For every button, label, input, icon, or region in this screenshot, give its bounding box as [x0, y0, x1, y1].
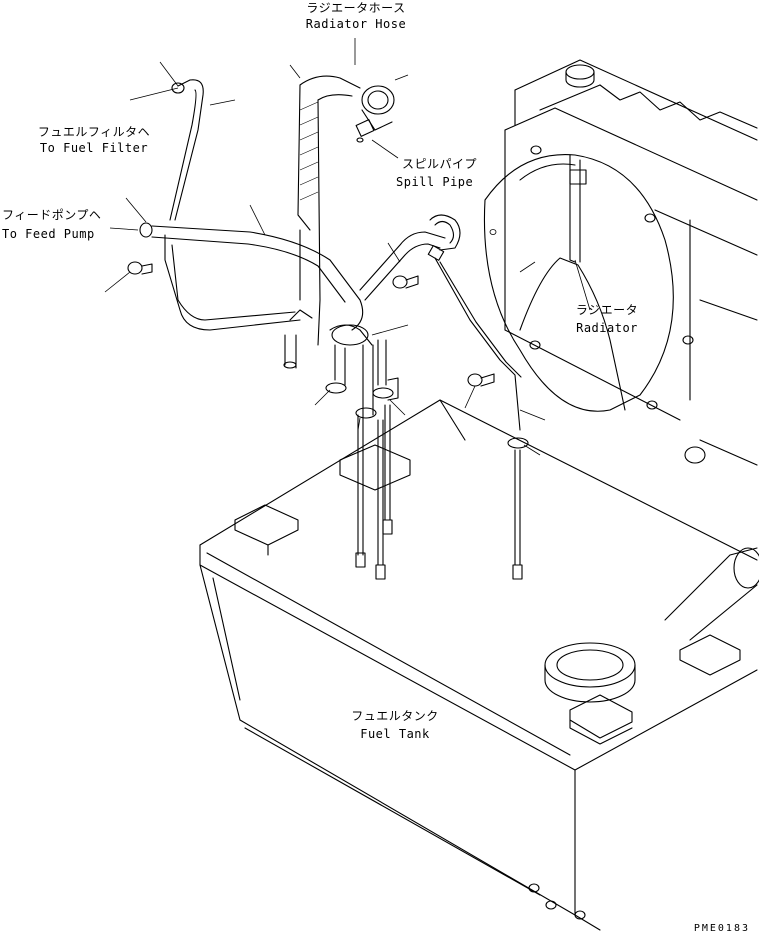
feed-pump-label-en: To Feed Pump — [2, 227, 95, 241]
radiator-hose-label-en: Radiator Hose — [305, 17, 407, 31]
fuel-filter-label-en: To Fuel Filter — [39, 141, 149, 155]
fuel-filter-label-jp: フュエルフィルタヘ — [37, 125, 151, 139]
fuel-lines — [139, 79, 522, 431]
spill-pipe-label-en: Spill Pipe — [396, 175, 474, 189]
fuel-tank — [199, 399, 759, 931]
radiator-label-jp: ラジエータ — [575, 303, 639, 317]
fuel-tank-label-jp: フュエルタンク — [351, 709, 439, 723]
radiator — [483, 59, 758, 466]
radiator-hose-label-jp: ラジエータホース — [306, 1, 406, 15]
spill-pipe-label-jp: スピルパイプ — [402, 157, 478, 171]
leader-lines — [104, 38, 591, 456]
radiator-hose — [297, 75, 395, 346]
clamps-and-bolts — [127, 261, 529, 580]
radiator-label-en: Radiator — [576, 321, 638, 335]
figure-code: PME0183 — [693, 923, 750, 934]
fuel-tank-label-en: Fuel Tank — [360, 727, 430, 741]
feed-pump-label-jp: フィードポンプヘ — [2, 208, 102, 222]
